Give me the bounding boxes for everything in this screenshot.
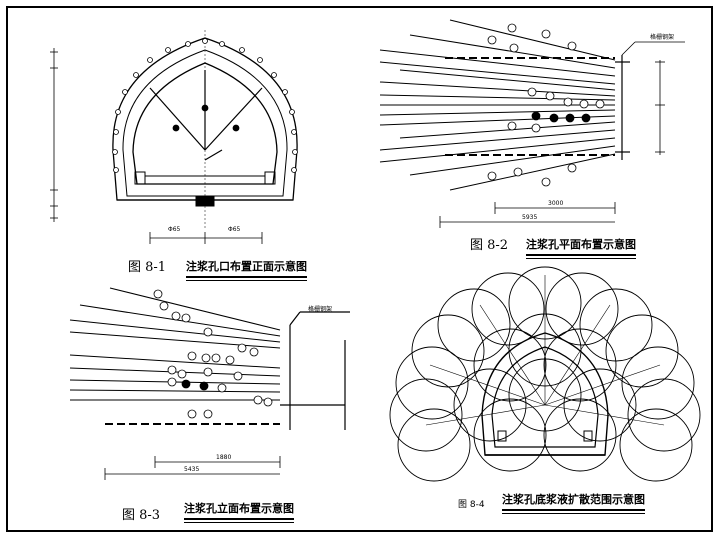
horizontal-dimension-line — [149, 232, 263, 244]
grout-hole-rays — [425, 275, 665, 426]
right-dimension-line — [621, 41, 685, 155]
figure-8-2-title: 注浆孔平面布置示意图 — [526, 236, 636, 259]
arch-frame — [615, 55, 630, 160]
figure-8-3-number: 图 8-3 — [122, 508, 161, 523]
tunnel-front-drawing — [50, 30, 298, 244]
figure-8-4: 图 8-4 注浆孔底浆液扩散范围示意图 — [389, 255, 710, 525]
diffusion-circles — [389, 266, 701, 482]
arch-frame-label: 格栅钢架 — [308, 306, 333, 313]
figure-8-3-title: 注浆孔立面布置示意图 — [184, 500, 294, 523]
figure-8-2: 格栅钢架 3000 5935 图 8-2 注浆孔平面布置示意图 — [360, 0, 710, 285]
grout-hole-markers — [112, 38, 298, 173]
diffusion-range-drawing — [389, 266, 701, 482]
dimension-left-label: Φ65 — [168, 226, 181, 233]
dimension-a-label: 1880 — [216, 454, 232, 461]
plan-layout-drawing — [379, 19, 685, 228]
grout-hole-rays — [149, 70, 263, 161]
figure-8-1-title: 注浆孔口布置正面示意图 — [186, 258, 307, 281]
arch-frame-label: 格栅钢架 — [650, 34, 675, 41]
figure-8-4-title: 注浆孔底浆液扩散范围示意图 — [502, 491, 645, 514]
figure-8-1-number: 图 8-1 — [128, 260, 167, 275]
vertical-dimension-line — [50, 48, 58, 222]
figure-8-1: Φ65 Φ65 图 8-1 注浆孔口布置正面示意图 — [0, 0, 360, 285]
figure-8-2-number: 图 8-2 — [470, 238, 509, 253]
elevation-layout-drawing — [69, 287, 350, 480]
figure-8-4-number: 图 8-4 — [458, 500, 485, 510]
bottom-dimension-lines — [439, 202, 616, 228]
dimension-a-label: 3000 — [548, 200, 564, 207]
dimension-b-label: 5435 — [184, 466, 200, 473]
dimension-b-label: 5935 — [522, 214, 538, 221]
tunnel-boundary-lines — [445, 57, 615, 156]
figure-8-3: 格栅钢架 1880 5435 图 8-3 注浆孔立面布置示意图 — [0, 280, 360, 530]
hole-markers — [153, 289, 273, 419]
dimension-right-label: Φ65 — [228, 226, 241, 233]
hole-markers — [487, 23, 605, 187]
bottom-dimension-lines — [104, 456, 281, 480]
drawing-frame — [6, 6, 713, 532]
grout-pipes — [379, 19, 616, 191]
arch-frame — [280, 311, 350, 430]
